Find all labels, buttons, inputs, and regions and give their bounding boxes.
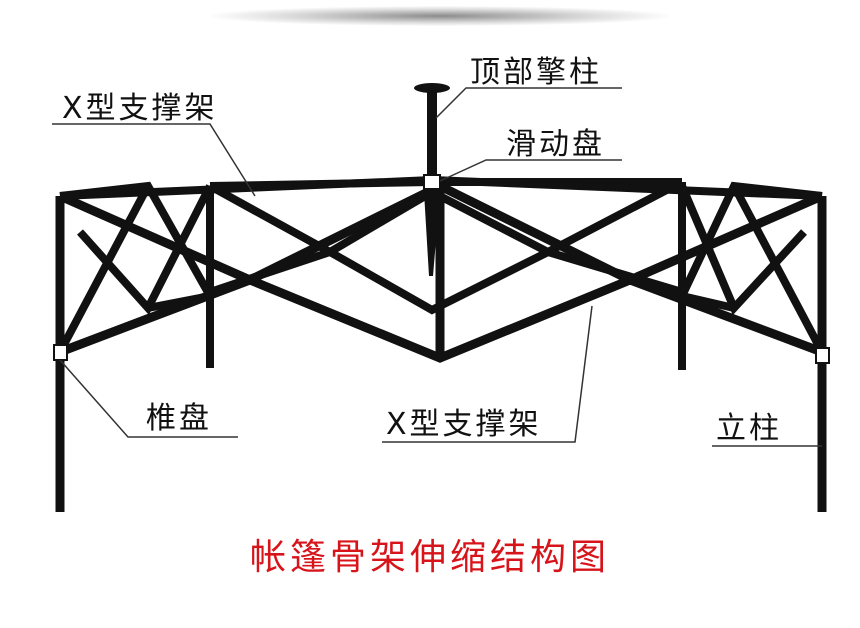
- cone-disc-left: [53, 344, 68, 361]
- front-x-braces: [58, 180, 824, 363]
- label-x-brace-left: X型支撑架: [62, 91, 218, 126]
- leader-x-brace-bottom: [382, 305, 593, 443]
- label-upright-post: 立柱: [716, 411, 782, 446]
- leader-cone-disc: [59, 359, 238, 438]
- top-pole-lower: [424, 192, 440, 276]
- leader-x-brace-left: [52, 123, 256, 197]
- slide-disc: [423, 174, 441, 190]
- right-side-zig-2: [730, 184, 826, 354]
- diagram-caption: 帐篷骨架伸缩结构图: [249, 537, 610, 578]
- left-side-zig-3: [77, 184, 214, 316]
- leader-slide-disc: [439, 159, 622, 182]
- back-brace-lower: [208, 187, 684, 296]
- label-slide-disc: 滑动盘: [506, 127, 605, 162]
- label-top-pole: 顶部擎柱: [470, 55, 602, 90]
- left-side-zig-4: [147, 292, 211, 312]
- roof-rafters: [59, 176, 823, 200]
- back-uprights: [206, 182, 686, 370]
- roof-rafter-front-left: [59, 176, 433, 200]
- label-x-brace-bottom: X型支撑架: [386, 407, 542, 442]
- top-pole-cap: [414, 83, 450, 93]
- cone-disc-right: [815, 347, 830, 364]
- roof-rafter-front-right: [431, 176, 823, 200]
- top-shadow: [210, 6, 670, 26]
- back-brace-upper: [208, 178, 684, 315]
- left-side-zig-2: [56, 184, 152, 354]
- right-side-zig-4: [681, 292, 735, 312]
- top-pole: [427, 90, 437, 182]
- leader-lines: [52, 87, 822, 447]
- label-cone-disc: 椎盘: [146, 401, 212, 436]
- leader-top-pole: [435, 87, 622, 119]
